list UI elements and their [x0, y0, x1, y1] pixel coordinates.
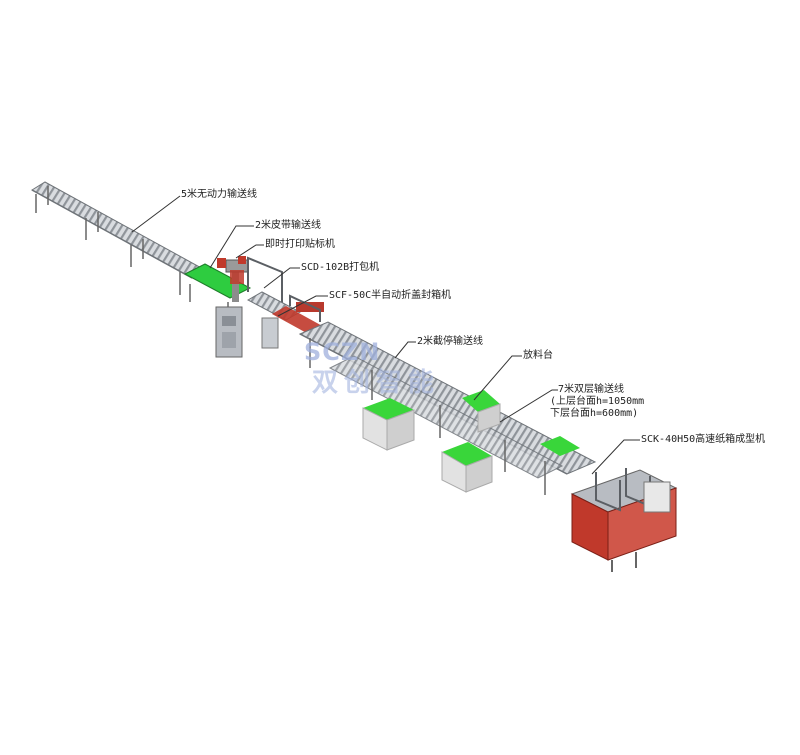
label-case-sealer: SCF-50C半自动折盖封箱机 — [329, 290, 452, 301]
watermark-logo: SCZN — [304, 338, 381, 366]
case-erector — [570, 468, 678, 572]
double-layer-conveyor — [298, 321, 597, 495]
loading-table — [362, 390, 580, 493]
print-label-machine — [215, 256, 249, 358]
watermark-cn: 双创智能 — [312, 368, 441, 398]
label-double-layer-conveyor-2: (上层台面h=1050mm — [550, 396, 645, 407]
label-belt-conveyor: 2米皮带输送线 — [255, 220, 322, 231]
unpowered-conveyor — [31, 181, 206, 295]
label-print-label-machine: 即时打印贴标机 — [265, 239, 335, 250]
label-double-layer-conveyor-3: 下层台面h=600mm) — [550, 408, 639, 419]
label-loading-table: 放料台 — [523, 350, 553, 361]
label-unpowered-conveyor: 5米无动力输送线 — [181, 189, 258, 200]
label-strapping-machine: SCD-102B打包机 — [301, 262, 380, 273]
label-case-erector: SCK-40H50高速纸箱成型机 — [641, 434, 766, 445]
leader-lines — [131, 195, 640, 475]
label-stop-conveyor: 2米截停输送线 — [417, 336, 484, 347]
label-double-layer-conveyor-1: 7米双层输送线 — [558, 384, 625, 395]
